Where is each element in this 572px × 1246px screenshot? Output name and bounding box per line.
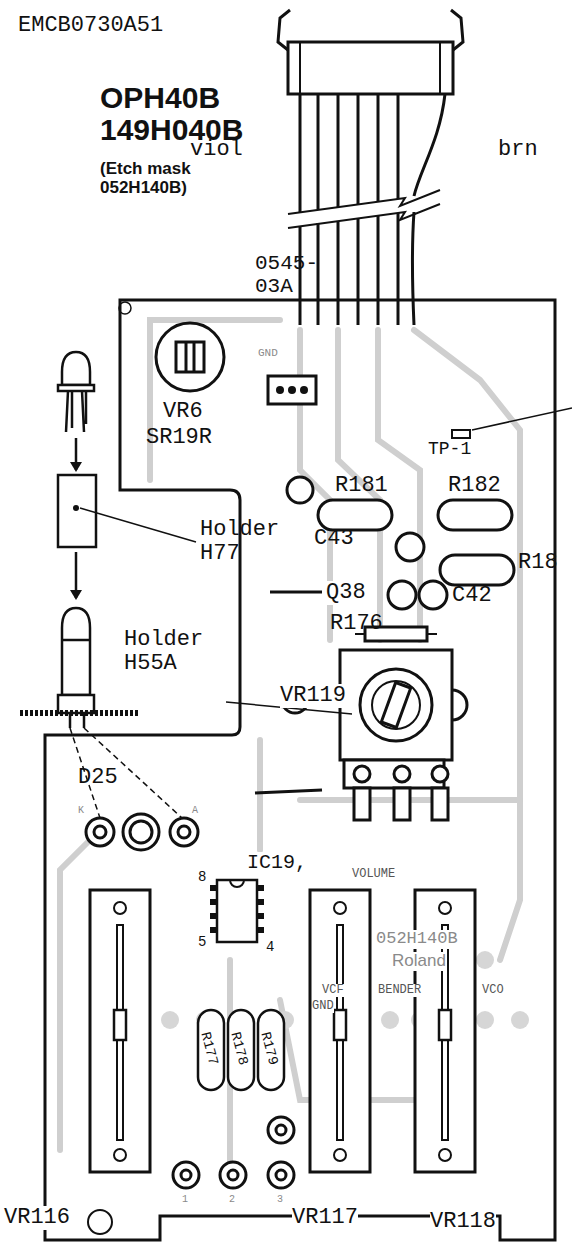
silkscreen-text: VOLUME [352, 868, 395, 881]
part-label: VR117 [292, 1206, 358, 1230]
part-label: TP-1 [428, 440, 471, 460]
part-label: Holder H55A [124, 628, 224, 676]
silkscreen-text: A [192, 805, 198, 816]
silkscreen-text: BENDER [378, 984, 421, 997]
part-label: VR119 [280, 684, 346, 708]
silkscreen-text: GND [258, 347, 278, 359]
part-label: C43 [314, 527, 354, 551]
part-number: EMCB0730A51 [18, 14, 163, 38]
part-label: R182 [448, 474, 501, 498]
part-number: 0545-03A [255, 252, 330, 298]
silkscreen-text: Roland [392, 952, 446, 971]
part-label: VR116 [4, 1206, 70, 1230]
part-label: VR6 [163, 400, 203, 424]
note-text: (Etch mask 052H140B) [100, 160, 250, 197]
part-label: R181 [335, 474, 388, 498]
pin-number: 1 [182, 1194, 188, 1205]
part-label: SR19R [146, 426, 212, 450]
part-label: IC19, [247, 852, 307, 874]
part-label: D25 [78, 766, 118, 790]
pin-number: 2 [229, 1194, 235, 1205]
silkscreen-text: 052H140B [376, 930, 458, 949]
part-label: R18 [518, 551, 558, 575]
silkscreen-text: K [78, 805, 84, 816]
silkscreen-text: VCO [482, 984, 504, 997]
silkscreen-text: GND [312, 1000, 334, 1013]
pin-number: 5 [198, 935, 206, 950]
part-label: R176 [330, 612, 383, 636]
part-label: R177 [197, 1030, 221, 1066]
part-label: C42 [452, 584, 492, 608]
part-label: Holder H77 [200, 518, 300, 566]
pin-number: 3 [277, 1194, 283, 1205]
wire-color: viol [190, 138, 243, 162]
diagram-title: OPH40B 149H040B [100, 82, 260, 145]
wire-color: brn [498, 138, 538, 162]
part-label: R178 [227, 1030, 251, 1066]
silkscreen-text: VCF [322, 984, 344, 997]
part-label: VR118 [430, 1210, 496, 1234]
pin-number: 4 [266, 940, 274, 955]
part-label: R179 [257, 1030, 281, 1066]
part-label: Q38 [326, 581, 366, 605]
pin-number: 8 [198, 870, 206, 885]
